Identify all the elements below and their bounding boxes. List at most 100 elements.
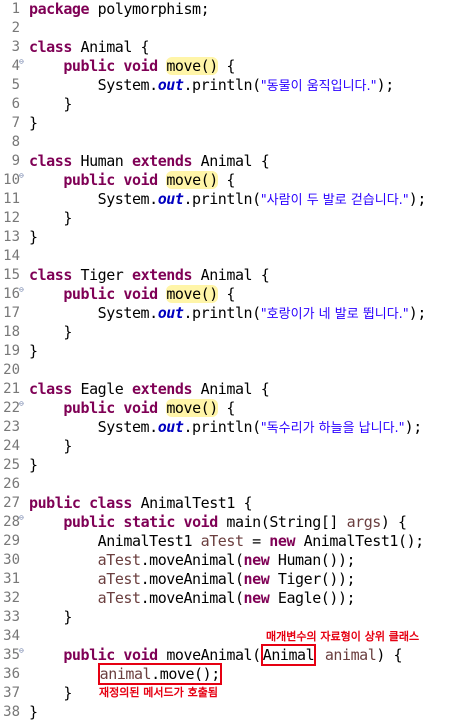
line-number: 23 [3, 419, 20, 435]
code-line[interactable]: 38} [0, 703, 456, 722]
line-number: 15 [3, 267, 20, 283]
code-token: new [243, 589, 270, 607]
code-line[interactable]: 10⊖ public void move() { [0, 171, 456, 190]
code-token: Eagle()); [269, 589, 356, 607]
code-line[interactable]: 28⊖ public static void main(String[] arg… [0, 513, 456, 532]
line-number: 22 [3, 400, 20, 416]
code-line[interactable]: 18 } [0, 323, 456, 342]
code-token: class [29, 266, 72, 284]
code-token: static [123, 513, 175, 531]
code-line[interactable]: 6 } [0, 95, 456, 114]
code-token: package [29, 0, 90, 18]
code-line[interactable]: 14 [0, 247, 456, 266]
line-number: 10 [3, 172, 20, 188]
code-text: aTest.moveAnimal(new Human()); [29, 551, 356, 570]
code-line[interactable]: 33 } [0, 608, 456, 627]
fold-collapse-icon[interactable]: ⊖ [19, 171, 24, 180]
code-token: } [29, 95, 72, 113]
code-token: { [217, 285, 236, 303]
line-number: 30 [3, 552, 20, 568]
code-text: System.out.println("호랑이가 네 발로 뜁니다."); [29, 304, 427, 324]
code-line[interactable]: 36 animal.move(); [0, 663, 456, 685]
code-line[interactable]: 29 AnimalTest1 aTest = new AnimalTest1()… [0, 532, 456, 551]
code-line[interactable]: 7} [0, 114, 456, 133]
line-number: 1 [11, 1, 20, 17]
code-token: new [269, 532, 296, 550]
code-token: ); [376, 76, 395, 94]
code-line[interactable]: 35⊖ public void moveAnimal(Animal animal… [0, 644, 456, 666]
code-token [29, 285, 63, 303]
code-token: Animal { [71, 38, 150, 56]
code-token: Eagle [71, 380, 132, 398]
code-line[interactable]: 31 aTest.moveAnimal(new Tiger()); [0, 570, 456, 589]
code-token: extends [131, 152, 193, 170]
annotation-param-type: 매개변수의 자료형이 상위 클래스 [266, 630, 420, 643]
code-text: class Tiger extends Animal { [29, 266, 270, 285]
code-text: System.out.println("독수리가 하늘을 납니다."); [29, 418, 423, 438]
code-line[interactable]: 20 [0, 361, 456, 380]
code-line[interactable]: 12 } [0, 209, 456, 228]
code-line[interactable]: 8 [0, 133, 456, 152]
line-number: 27 [3, 495, 20, 511]
code-text: } [29, 114, 38, 133]
code-line[interactable]: 37 } [0, 684, 456, 703]
line-number: 25 [3, 457, 20, 473]
code-token [29, 646, 63, 664]
code-line[interactable]: 5 System.out.println("동물이 움직입니다."); [0, 76, 456, 95]
code-line[interactable]: 24 } [0, 437, 456, 456]
code-line[interactable]: 4⊖ public void move() { [0, 57, 456, 76]
code-token: aTest [97, 551, 141, 569]
line-number: 36 [3, 666, 20, 682]
code-line[interactable]: 25} [0, 456, 456, 475]
code-token: "동물이 움직입니다." [260, 79, 377, 94]
code-text: } [29, 209, 72, 228]
code-line[interactable]: 15 class Tiger extends Animal { [0, 266, 456, 285]
code-line[interactable]: 23 System.out.println("독수리가 하늘을 납니다."); [0, 418, 456, 437]
code-text: } [29, 437, 72, 456]
code-token: AnimalTest1 { [132, 494, 253, 512]
code-line[interactable]: 16⊖ public void move() { [0, 285, 456, 304]
code-token: } [29, 456, 38, 474]
code-line[interactable]: 32 aTest.moveAnimal(new Eagle()); [0, 589, 456, 608]
code-line[interactable]: 34 [0, 627, 456, 646]
code-line[interactable]: 26 [0, 475, 456, 494]
code-token: animal [97, 663, 152, 685]
code-text: public static void main(String[] args) { [29, 513, 407, 532]
code-token: class [89, 494, 132, 512]
code-token: { [217, 171, 236, 189]
code-line[interactable]: 17 System.out.println("호랑이가 네 발로 뜁니다."); [0, 304, 456, 323]
code-line[interactable]: 1 package polymorphism; [0, 0, 456, 19]
fold-collapse-icon[interactable]: ⊖ [19, 285, 24, 294]
code-line[interactable]: 22⊖ public void move() { [0, 399, 456, 418]
code-text: class Human extends Animal { [29, 152, 270, 171]
code-token: { [217, 399, 236, 417]
line-number: 24 [3, 438, 20, 454]
line-number: 32 [3, 590, 20, 606]
code-line[interactable]: 2 [0, 19, 456, 38]
code-token: new [243, 551, 270, 569]
line-number: 19 [3, 343, 20, 359]
fold-collapse-icon[interactable]: ⊖ [19, 57, 24, 66]
code-line[interactable]: 11 System.out.println("사람이 두 발로 걷습니다."); [0, 190, 456, 209]
code-token: .println( [183, 76, 261, 94]
code-line[interactable]: 30 aTest.moveAnimal(new Human()); [0, 551, 456, 570]
code-token: public [63, 646, 115, 664]
line-number: 12 [3, 210, 20, 226]
line-number: 16 [3, 286, 20, 302]
fold-collapse-icon[interactable]: ⊖ [19, 399, 24, 408]
code-token: void [123, 171, 158, 189]
code-line[interactable]: 13} [0, 228, 456, 247]
code-token: void [123, 399, 158, 417]
code-token: } [29, 703, 38, 721]
code-text: class Animal { [29, 38, 150, 57]
code-line[interactable]: 19} [0, 342, 456, 361]
code-token: polymorphism; [89, 0, 210, 18]
code-token: "호랑이가 네 발로 뜁니다." [260, 307, 409, 322]
fold-collapse-icon[interactable]: ⊖ [19, 646, 24, 655]
fold-collapse-icon[interactable]: ⊖ [19, 513, 24, 522]
